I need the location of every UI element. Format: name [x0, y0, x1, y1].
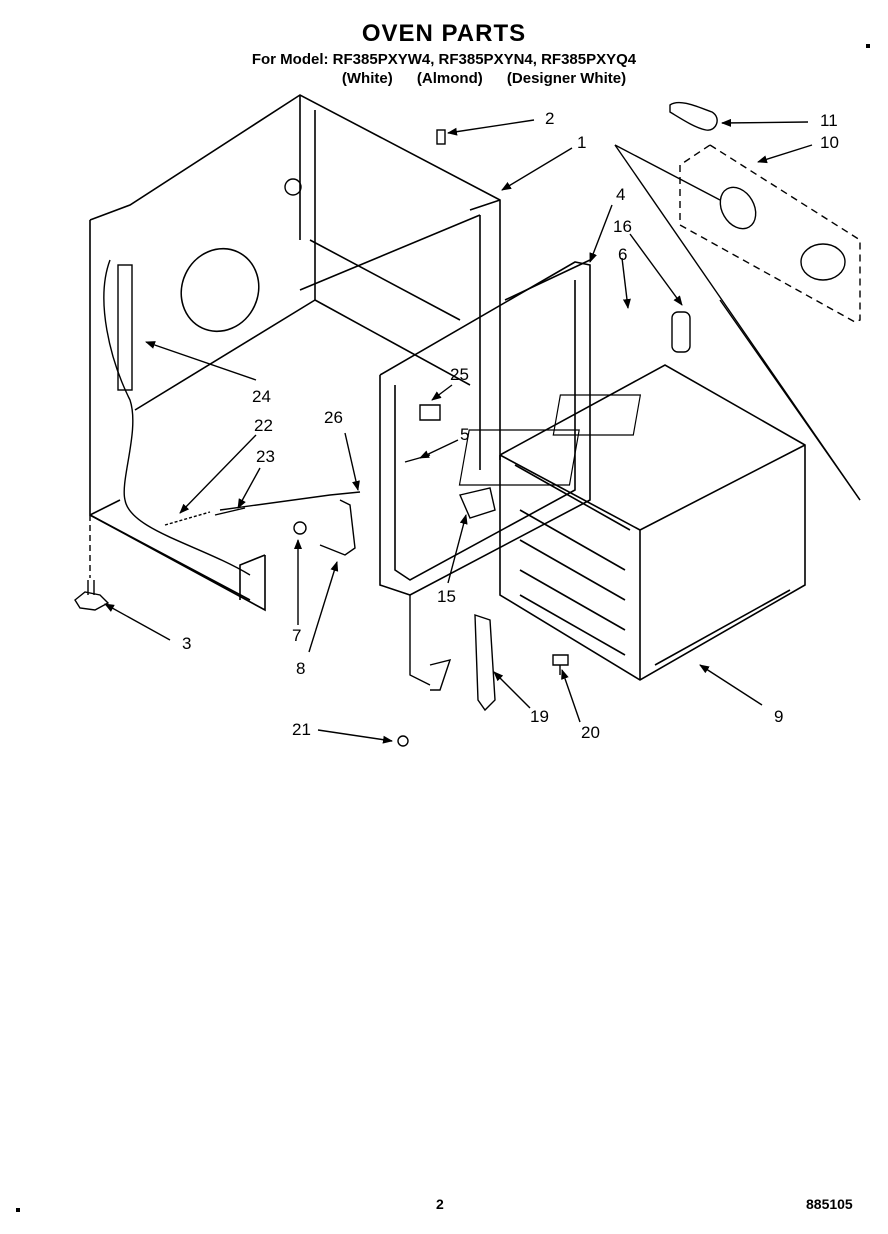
color-white: (White)	[341, 70, 393, 87]
callout-19: 19	[530, 707, 549, 726]
link-wire	[409, 595, 452, 691]
nut-7	[293, 521, 307, 535]
latch-19	[474, 614, 496, 712]
callout-25: 25	[450, 365, 469, 384]
leveling-leg-3	[74, 580, 110, 611]
rod-23	[214, 507, 246, 516]
callout-24: 24	[252, 387, 271, 406]
wire-harness	[103, 259, 251, 576]
document-code: 885105	[806, 1196, 853, 1212]
callout-11: 11	[820, 111, 838, 130]
cable-26	[219, 491, 361, 511]
bolt-20	[552, 654, 569, 675]
color-list: (White) (Almond) (Designer White)	[0, 70, 888, 87]
screw-2	[436, 129, 446, 145]
bracket-8	[319, 499, 356, 556]
callout-10: 10	[820, 133, 839, 152]
corner-mark-bottom-left	[16, 1208, 20, 1212]
hinge-15	[459, 487, 496, 519]
burner-disc	[180, 247, 260, 333]
callout-22: 22	[254, 416, 273, 435]
callout-26: 26	[324, 408, 343, 427]
plug-16	[671, 311, 691, 353]
callout-1: 1	[577, 133, 586, 152]
callout-8: 8	[296, 659, 305, 678]
sensor-5	[404, 454, 431, 463]
callout-4: 4	[616, 185, 625, 204]
callout-20: 20	[581, 723, 600, 742]
light-assembly	[669, 101, 861, 323]
callout-3: 3	[182, 634, 191, 653]
side-bracket	[117, 264, 133, 391]
nut-21	[397, 735, 409, 747]
color-almond: (Almond)	[416, 70, 483, 87]
front-frame	[379, 259, 591, 596]
page-number: 2	[436, 1196, 444, 1212]
model-list: For Model: RF385PXYW4, RF385PXYN4, RF385…	[251, 51, 637, 68]
callout-labels: 1 2 3 4 5 6 7 8 9 10 11 15 16 19 20 21 2…	[182, 109, 839, 742]
callout-2: 2	[545, 109, 554, 128]
callout-5: 5	[460, 425, 469, 444]
callout-16: 16	[613, 217, 632, 236]
leader-lines	[614, 144, 861, 501]
callout-6: 6	[618, 245, 627, 264]
callout-15: 15	[437, 587, 456, 606]
callout-21: 21	[292, 720, 311, 739]
callout-9: 9	[774, 707, 783, 726]
callout-23: 23	[256, 447, 275, 466]
callout-7: 7	[292, 626, 301, 645]
corner-mark-top-right	[866, 44, 870, 48]
color-designer-white: (Designer White)	[506, 70, 627, 87]
oven-cabinet	[89, 94, 501, 612]
vent-hole	[284, 178, 302, 196]
element-22	[164, 511, 211, 526]
callout-arrows	[104, 118, 813, 744]
thermostat-25	[419, 404, 441, 421]
oven-rack	[458, 364, 806, 681]
page-title: OVEN PARTS	[361, 20, 527, 47]
